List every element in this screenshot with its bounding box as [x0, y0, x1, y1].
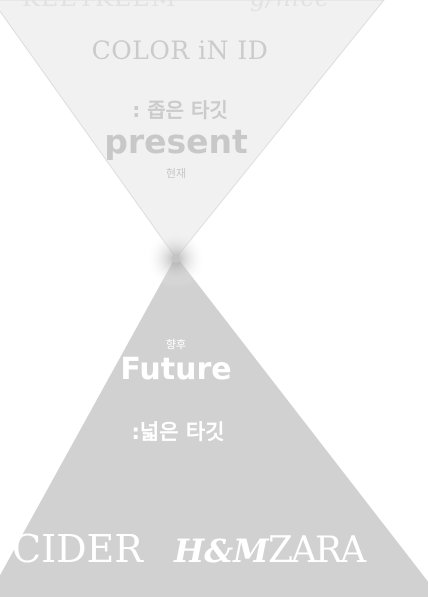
- brand-logo-cut-left: KEETKEEM: [22, 0, 177, 12]
- brand-zara: ZARA: [268, 530, 366, 571]
- brand-hm: H&M: [174, 532, 269, 570]
- future-korean-label: 향후: [165, 338, 187, 351]
- brand-color-in-id: COLOR iN ID: [91, 36, 269, 65]
- brand-logo-cut-right: g/nice: [250, 0, 330, 12]
- brand-cider: CIDER: [12, 527, 143, 571]
- center-point: [172, 255, 180, 263]
- future-title: Future: [120, 352, 232, 387]
- top-triangle: [0, 0, 385, 259]
- present-korean-label: 현재: [165, 167, 187, 180]
- wide-target-label: :넓은 타깃: [131, 420, 225, 444]
- narrow-target-label: : 좁은 타깃: [132, 98, 228, 122]
- present-title: present: [104, 122, 248, 161]
- bottom-triangle: [0, 256, 428, 597]
